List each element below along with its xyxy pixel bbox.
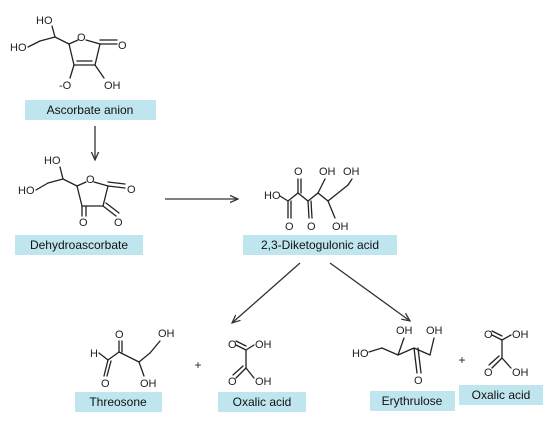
atom-label: O bbox=[77, 32, 86, 44]
plus-sign: + bbox=[194, 358, 201, 372]
diketogulonic-acid-label: 2,3-Diketogulonic acid bbox=[261, 238, 379, 252]
arrow-down-left bbox=[232, 262, 301, 323]
threosone-structure: O OH H O OH bbox=[90, 328, 175, 390]
atom-label: -O bbox=[59, 80, 72, 92]
atom-label: OH bbox=[158, 328, 175, 340]
atom-label: HO bbox=[44, 155, 61, 167]
atom-label: OH bbox=[255, 376, 272, 388]
atom-label: O bbox=[79, 217, 88, 229]
label-box bbox=[370, 391, 455, 411]
atom-label: O bbox=[127, 184, 136, 196]
atom-label: OH bbox=[512, 367, 529, 379]
atom-label: HO bbox=[264, 190, 281, 202]
atom-label: HO bbox=[18, 185, 35, 197]
atom-label: OH bbox=[426, 325, 443, 337]
label-box bbox=[243, 235, 397, 255]
diketogulonic-acid-structure: HO O O O OH OH OH bbox=[264, 166, 360, 233]
atom-label: O bbox=[118, 40, 127, 52]
erythrulose-structure: HO OH OH O bbox=[352, 325, 443, 387]
atom-label: OH bbox=[104, 80, 121, 92]
atom-label: O bbox=[228, 376, 237, 388]
oxalic-acid-label: Oxalic acid bbox=[472, 388, 531, 402]
atom-label: H bbox=[90, 348, 98, 360]
label-box bbox=[25, 100, 156, 120]
label-box bbox=[75, 392, 162, 412]
atom-label: O bbox=[484, 367, 493, 379]
atom-label: O bbox=[228, 339, 237, 351]
plus-sign: + bbox=[458, 353, 465, 367]
atom-label: OH bbox=[140, 378, 157, 390]
atom-label: HO bbox=[10, 42, 27, 54]
atom-label: HO bbox=[36, 15, 53, 27]
arrow-down-right bbox=[329, 262, 410, 321]
label-box bbox=[218, 392, 306, 412]
ascorbate-anion-label: Ascorbate anion bbox=[47, 103, 134, 117]
erythrulose-label: Erythrulose bbox=[382, 394, 443, 408]
atom-label: OH bbox=[332, 221, 349, 233]
dehydroascorbate-label: Dehydroascorbate bbox=[30, 238, 128, 252]
atom-label: O bbox=[484, 329, 493, 341]
ascorbate-anion-structure: HO HO O O -O OH bbox=[10, 15, 127, 92]
oxalic-acid-label: Oxalic acid bbox=[233, 395, 292, 409]
atom-label: OH bbox=[319, 166, 336, 178]
oxalic-acid-structure: O OH O OH bbox=[228, 339, 272, 388]
atom-label: OH bbox=[343, 166, 360, 178]
atom-label: O bbox=[285, 221, 294, 233]
atom-label: O bbox=[294, 166, 303, 178]
atom-label: OH bbox=[255, 339, 272, 351]
atom-label: HO bbox=[352, 348, 369, 360]
atom-label: O bbox=[307, 221, 316, 233]
threosone-label: Threosone bbox=[89, 395, 147, 409]
dehydroascorbate-structure: HO HO O O O O bbox=[18, 155, 136, 229]
atom-label: O bbox=[115, 329, 124, 341]
label-box bbox=[459, 385, 543, 405]
atom-label: O bbox=[101, 378, 110, 390]
atom-label: O bbox=[414, 375, 423, 387]
oxalic-acid-structure: O OH O OH bbox=[484, 329, 529, 379]
atom-label: OH bbox=[512, 329, 529, 341]
label-box bbox=[15, 235, 143, 255]
atom-label: O bbox=[86, 174, 95, 186]
atom-label: O bbox=[114, 217, 123, 229]
atom-label: OH bbox=[396, 325, 413, 337]
